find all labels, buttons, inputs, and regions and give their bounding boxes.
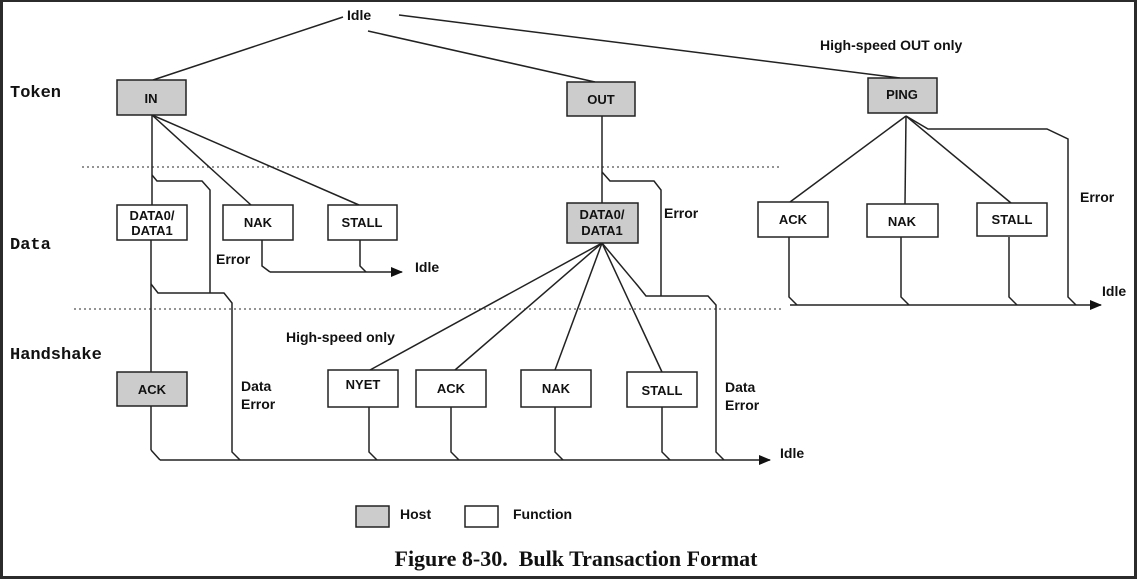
legend-host-swatch: [355, 505, 390, 528]
in-nak-box: NAK: [222, 204, 294, 241]
bottom-idle-label: Idle: [780, 445, 804, 461]
legend-function-label: Function: [513, 506, 572, 522]
in-token-label: IN: [145, 91, 158, 106]
out-ack-label: ACK: [437, 381, 466, 396]
ping-error-label: Error: [1080, 189, 1115, 205]
out-nyet-label: NYET: [346, 377, 381, 392]
out-token-label: OUT: [587, 92, 615, 107]
legend-host-label: Host: [400, 506, 431, 522]
in-error-label: Error: [216, 251, 251, 267]
in-data-label-2: DATA1: [131, 223, 172, 238]
in-stall-label: STALL: [342, 215, 383, 230]
in-data-error-label-2: Error: [241, 396, 276, 412]
out-data-label-2: DATA1: [581, 223, 622, 238]
figure-caption: Figure 8-30. Bulk Transaction Format: [395, 546, 759, 571]
in-ack-box: ACK: [116, 371, 188, 407]
out-stall-label: STALL: [642, 383, 683, 398]
out-data-box: DATA0/ DATA1: [566, 202, 639, 244]
out-nak-box: NAK: [520, 369, 592, 408]
in-token-box: IN: [116, 79, 187, 116]
out-branch-lines: [368, 116, 725, 461]
legend: Host Function: [355, 505, 572, 528]
high-speed-only-label: High-speed only: [286, 329, 395, 345]
in-branch-lines: [150, 114, 367, 461]
ping-branch-lines: [788, 115, 1077, 306]
ping-nak-label: NAK: [888, 214, 917, 229]
idle-fanout-lines: [152, 14, 901, 83]
ping-stall-label: STALL: [992, 212, 1033, 227]
row-label-data: Data: [10, 236, 51, 255]
in-stall-box: STALL: [327, 204, 398, 241]
ping-nak-box: NAK: [866, 203, 939, 238]
ping-ack-box: ACK: [757, 201, 829, 238]
out-data-label-1: DATA0/: [579, 207, 624, 222]
in-data-box: DATA0/ DATA1: [116, 204, 188, 241]
high-speed-out-only-label: High-speed OUT only: [820, 37, 963, 53]
out-nak-label: NAK: [542, 381, 571, 396]
in-data-label-1: DATA0/: [129, 208, 174, 223]
in-data-idle-label: Idle: [415, 259, 439, 275]
row-label-handshake: Handshake: [10, 346, 102, 365]
out-error-label: Error: [664, 205, 699, 221]
in-ack-label: ACK: [138, 382, 167, 397]
out-data-error-label-1: Data: [725, 379, 756, 395]
ping-stall-box: STALL: [976, 202, 1048, 237]
ping-token-label: PING: [886, 87, 918, 102]
out-nyet-box: NYET: [327, 369, 399, 408]
out-data-error-label-2: Error: [725, 397, 760, 413]
in-data-error-label-1: Data: [241, 378, 272, 394]
out-ack-box: ACK: [415, 369, 487, 408]
ping-ack-label: ACK: [779, 212, 808, 227]
in-ack-to-bottom-line: [150, 449, 161, 461]
legend-function-swatch: [464, 505, 499, 528]
row-label-token: Token: [10, 84, 61, 103]
ping-token-box: PING: [867, 77, 938, 114]
idle-top-label: Idle: [347, 7, 371, 23]
out-token-box: OUT: [566, 81, 636, 117]
out-stall-box: STALL: [626, 371, 698, 408]
in-nak-label: NAK: [244, 215, 273, 230]
ping-idle-label: Idle: [1102, 283, 1126, 299]
